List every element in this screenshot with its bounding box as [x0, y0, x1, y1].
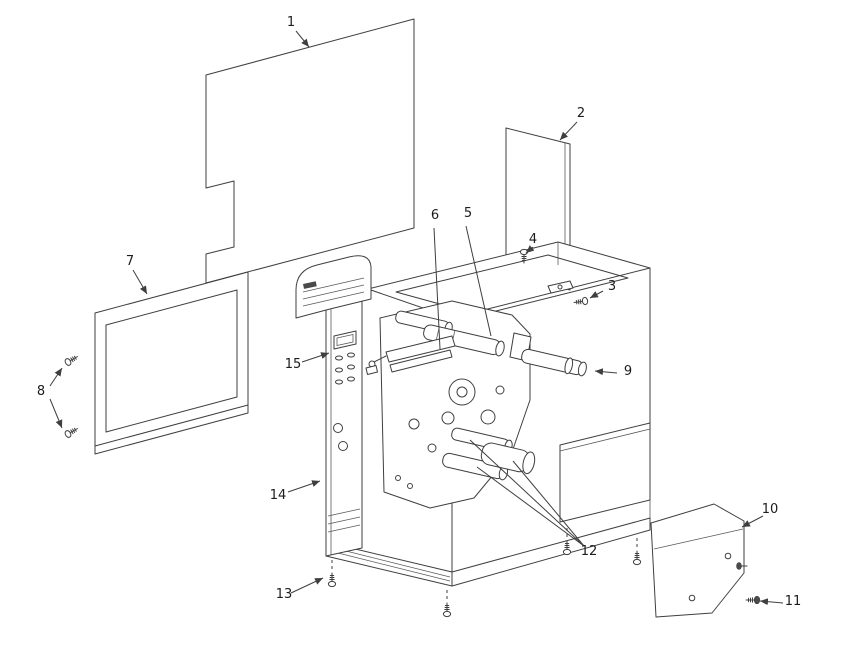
callout-4: 4 [529, 232, 537, 247]
panel-knob [333, 423, 343, 433]
callout-6: 6 [431, 208, 439, 223]
part-5-ribbon-spindle [395, 310, 505, 357]
part-1-side-door-panel [205, 18, 415, 284]
panel-button [347, 376, 355, 382]
callout-labels: 1 2 3 4 5 6 7 8 9 10 11 12 13 14 15 [37, 15, 801, 609]
part-9-media-hanger [509, 332, 587, 377]
callout-1: 1 [287, 15, 295, 30]
callout-9: 9 [624, 364, 632, 379]
panel-button [335, 355, 343, 361]
callout-13: 13 [276, 587, 293, 602]
part-7-door-frame [94, 271, 249, 455]
base-platform [325, 517, 651, 587]
callout-5: 5 [464, 206, 472, 221]
part-15-control-panel [333, 330, 357, 451]
captive-screw [736, 562, 748, 570]
part-3-screw [573, 296, 589, 307]
callout-15: 15 [285, 357, 302, 372]
panel-button [347, 352, 355, 358]
part-11-screw [745, 595, 761, 605]
part-13-screw [327, 560, 337, 588]
callout-11: 11 [785, 594, 802, 609]
top-cover [295, 255, 372, 319]
panel-button [335, 367, 343, 373]
callout-2: 2 [577, 106, 585, 121]
callout-leaders [49, 30, 784, 606]
callout-7: 7 [126, 254, 134, 269]
lcd-display [333, 330, 357, 350]
part-8-screws [63, 352, 80, 439]
callout-14: 14 [270, 488, 287, 503]
panel-button [335, 379, 343, 385]
panel-button [347, 364, 355, 370]
callout-10: 10 [762, 502, 779, 517]
callout-12: 12 [581, 544, 598, 559]
callout-8: 8 [37, 384, 45, 399]
latch-bracket [547, 280, 574, 294]
media-compartment-wall [559, 422, 651, 523]
brand-badge [303, 281, 317, 289]
panel-knob [338, 441, 348, 451]
callout-3: 3 [608, 279, 616, 294]
part-10-cover-plate [650, 503, 748, 618]
part-6-printhead-assembly [365, 335, 456, 375]
